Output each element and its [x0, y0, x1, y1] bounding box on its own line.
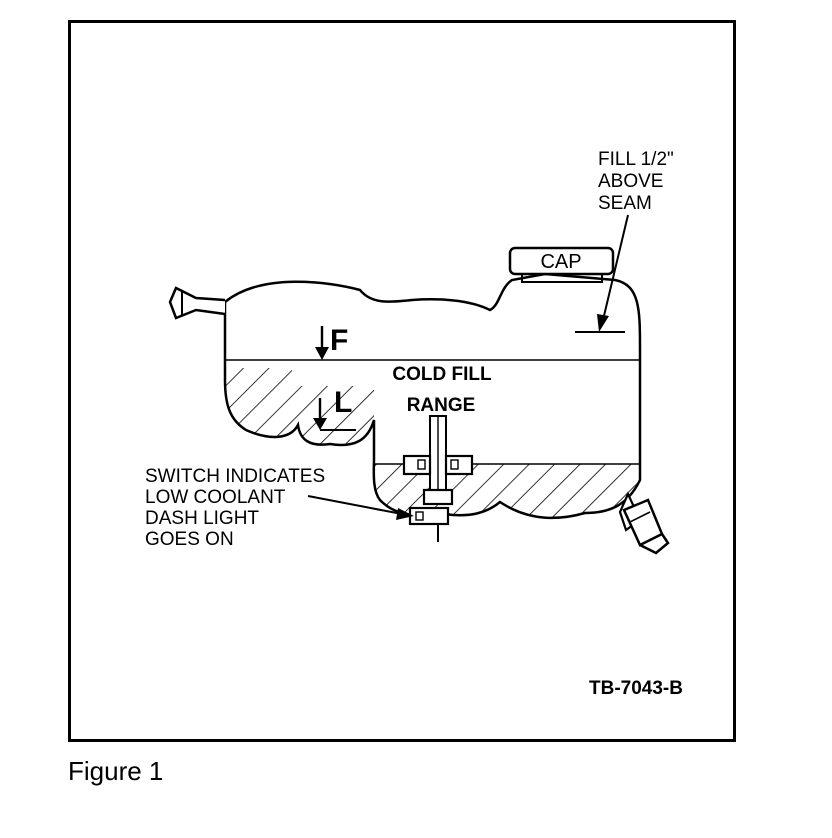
full-marker-label: F [330, 324, 348, 357]
low-marker-arrow [313, 398, 356, 431]
inlet-hose [168, 286, 226, 320]
fill-note-pointer [602, 214, 629, 321]
switch-note-pointer [307, 495, 403, 515]
switch-note-arrowhead [396, 508, 414, 520]
switch-note-line-4: GOES ON [145, 529, 234, 550]
switch-note-line-2: LOW COOLANT [145, 487, 286, 508]
switch-note-line-1: SWITCH INDICATES [145, 466, 325, 487]
cap: CAP [508, 246, 615, 283]
switch-note-line-3: DASH LIGHT [145, 508, 259, 529]
fill-note-arrowhead [597, 314, 609, 332]
range-label: RANGE [407, 395, 476, 416]
fill-note-line-1: FILL 1/2" [598, 149, 674, 170]
outlet-nozzle [618, 491, 670, 555]
fill-note-line-3: SEAM [598, 193, 652, 214]
figure-code: TB-7043-B [589, 678, 683, 699]
fill-note-line-2: ABOVE [598, 171, 663, 192]
figure-caption: Figure 1 [68, 756, 164, 786]
figure-frame [68, 20, 736, 742]
full-marker-arrow [315, 326, 329, 360]
low-marker-label: L [334, 386, 352, 419]
tank-outline [223, 272, 642, 520]
cold-fill-label: COLD FILL [392, 364, 492, 385]
cap-label: CAP [540, 251, 581, 273]
